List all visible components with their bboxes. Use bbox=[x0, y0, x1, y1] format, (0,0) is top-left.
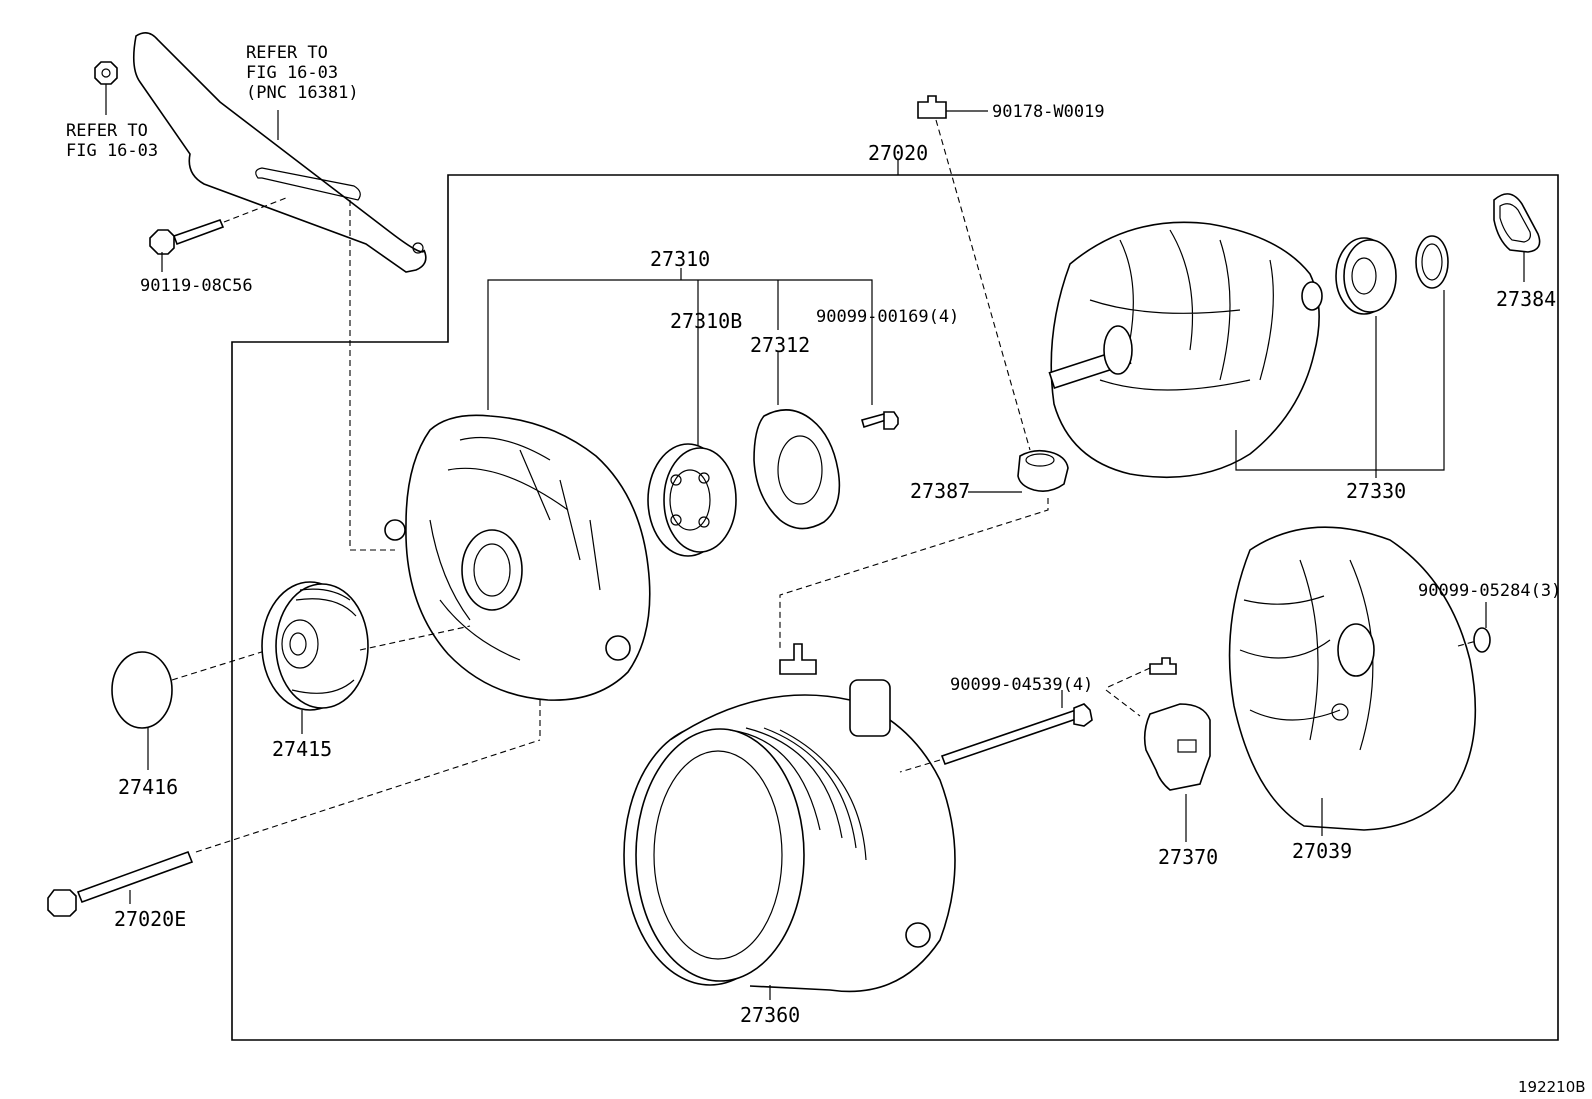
part-90099-05284[interactable]: 90099-05284(3) bbox=[1418, 581, 1561, 601]
pulley-icon bbox=[261, 581, 471, 734]
assembly-frame bbox=[231, 160, 1559, 1041]
refer-bracket-line1: REFER TO bbox=[246, 43, 328, 63]
part-27310B[interactable]: 27310B bbox=[670, 309, 742, 333]
part-90099-04539[interactable]: 90099-04539(4) bbox=[950, 675, 1093, 695]
refer-nut-icon bbox=[94, 61, 118, 115]
refer-nut-line1: REFER TO bbox=[66, 121, 148, 141]
insulator-ring-icon bbox=[1493, 193, 1541, 282]
through-bolt-icon bbox=[899, 690, 1093, 773]
refer-bracket-line3: (PNC 16381) bbox=[246, 83, 359, 103]
front-housing-icon bbox=[384, 414, 651, 740]
bracket-icon bbox=[132, 32, 427, 273]
front-bearing-icon bbox=[647, 443, 737, 557]
regulator-icon bbox=[1143, 703, 1211, 842]
rear-cover-icon bbox=[1228, 526, 1481, 836]
top-bolt-icon bbox=[917, 95, 1031, 451]
bracket-bolt-icon bbox=[149, 197, 395, 551]
cap-icon bbox=[111, 649, 269, 770]
retainer-plate-icon bbox=[753, 409, 841, 530]
part-27387[interactable]: 27387 bbox=[910, 479, 970, 503]
housing-group-leader bbox=[487, 268, 873, 465]
part-27312[interactable]: 27312 bbox=[750, 333, 810, 357]
terminal-insulator-icon bbox=[779, 449, 1069, 650]
part-27310[interactable]: 27310 bbox=[650, 247, 710, 271]
part-90099-00169[interactable]: 90099-00169(4) bbox=[816, 307, 959, 327]
assembly-label[interactable]: 27020 bbox=[868, 141, 928, 165]
rear-bearing-icon bbox=[1335, 237, 1397, 315]
long-bolt-icon bbox=[47, 739, 541, 917]
part-27020E[interactable]: 27020E bbox=[114, 907, 186, 931]
part-27330[interactable]: 27330 bbox=[1346, 479, 1406, 503]
rotor-icon bbox=[1048, 221, 1323, 479]
part-27370[interactable]: 27370 bbox=[1158, 845, 1218, 869]
part-90178-W0019[interactable]: 90178-W0019 bbox=[992, 102, 1105, 122]
rear-washer-icon bbox=[1415, 235, 1449, 289]
stator-frame-icon bbox=[623, 643, 956, 1000]
part-27384[interactable]: 27384 bbox=[1496, 287, 1556, 311]
refer-nut-line2: FIG 16-03 bbox=[66, 141, 158, 161]
refer-bracket-line2: FIG 16-03 bbox=[246, 63, 338, 83]
retainer-screw-icon bbox=[861, 411, 899, 430]
diagram-id: 192210B bbox=[1518, 1078, 1586, 1096]
part-27416[interactable]: 27416 bbox=[118, 775, 178, 799]
part-90119-08C56[interactable]: 90119-08C56 bbox=[140, 276, 253, 296]
rotor-group-leader bbox=[1235, 290, 1445, 478]
part-27360[interactable]: 27360 bbox=[740, 1003, 800, 1027]
part-27415[interactable]: 27415 bbox=[272, 737, 332, 761]
regulator-screw-icon bbox=[1105, 657, 1177, 717]
cover-nut-icon bbox=[1473, 602, 1491, 653]
part-27039[interactable]: 27039 bbox=[1292, 839, 1352, 863]
